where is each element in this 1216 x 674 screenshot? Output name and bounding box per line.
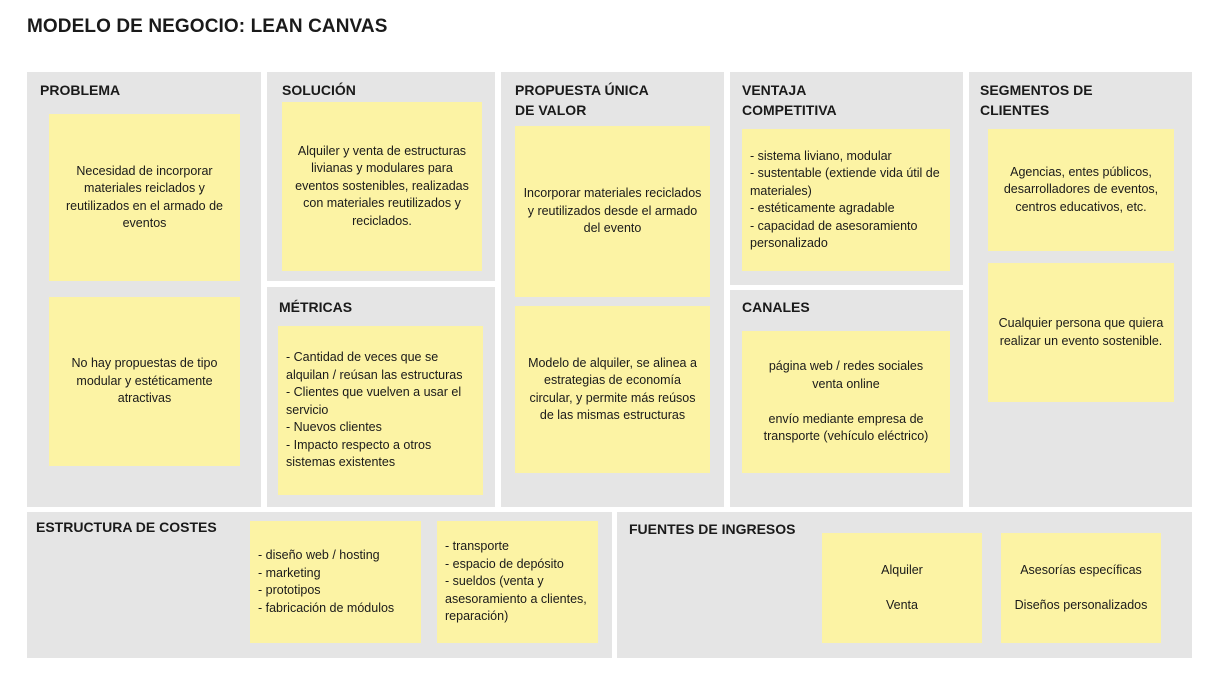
section-title-segmentos-clientes: SEGMENTOS DE CLIENTES xyxy=(980,82,1093,118)
section-title-solucion: SOLUCIÓN xyxy=(282,82,356,98)
sticky-note-canales-1: página web / redes sociales venta online… xyxy=(742,331,950,473)
sticky-note-segmentos-2: Cualquier persona que quiera realizar un… xyxy=(988,263,1174,402)
sticky-note-propuesta-1: Incorporar materiales reciclados y reuti… xyxy=(515,126,710,297)
sticky-note-solucion-1: Alquiler y venta de estructuras livianas… xyxy=(282,102,482,271)
section-title-problema: PROBLEMA xyxy=(40,82,121,98)
section-title-fuentes-ingresos: FUENTES DE INGRESOS xyxy=(629,521,796,537)
page-title: MODELO DE NEGOCIO: LEAN CANVAS xyxy=(27,16,388,37)
sticky-note-segmentos-1: Agencias, entes públicos, desarrolladore… xyxy=(988,129,1174,251)
section-title-metricas: MÉTRICAS xyxy=(279,299,353,315)
section-title-propuesta-valor: PROPUESTA ÚNICA DE VALOR xyxy=(515,82,649,118)
sticky-note-problema-1: Necesidad de incorporar materiales reicl… xyxy=(49,114,240,281)
section-title-estructura-costes: ESTRUCTURA DE COSTES xyxy=(36,519,217,535)
sticky-note-problema-2: No hay propuestas de tipo modular y esté… xyxy=(49,297,240,466)
sticky-note-ventaja-1: - sistema liviano, modular - sustentable… xyxy=(742,129,950,271)
sticky-note-metricas-1: - Cantidad de veces que se alquilan / re… xyxy=(278,326,483,495)
sticky-note-ingresos-1: Alquiler Venta xyxy=(822,533,982,643)
sticky-note-propuesta-2: Modelo de alquiler, se alinea a estrateg… xyxy=(515,306,710,473)
sticky-note-ingresos-2: Asesorías específicas Diseños personaliz… xyxy=(1001,533,1161,643)
section-title-ventaja-competitiva: VENTAJA COMPETITIVA xyxy=(742,82,837,118)
section-title-canales: CANALES xyxy=(742,299,810,315)
sticky-note-costes-2: - transporte - espacio de depósito - sue… xyxy=(437,521,598,643)
sticky-note-costes-1: - diseño web / hosting - marketing - pro… xyxy=(250,521,421,643)
